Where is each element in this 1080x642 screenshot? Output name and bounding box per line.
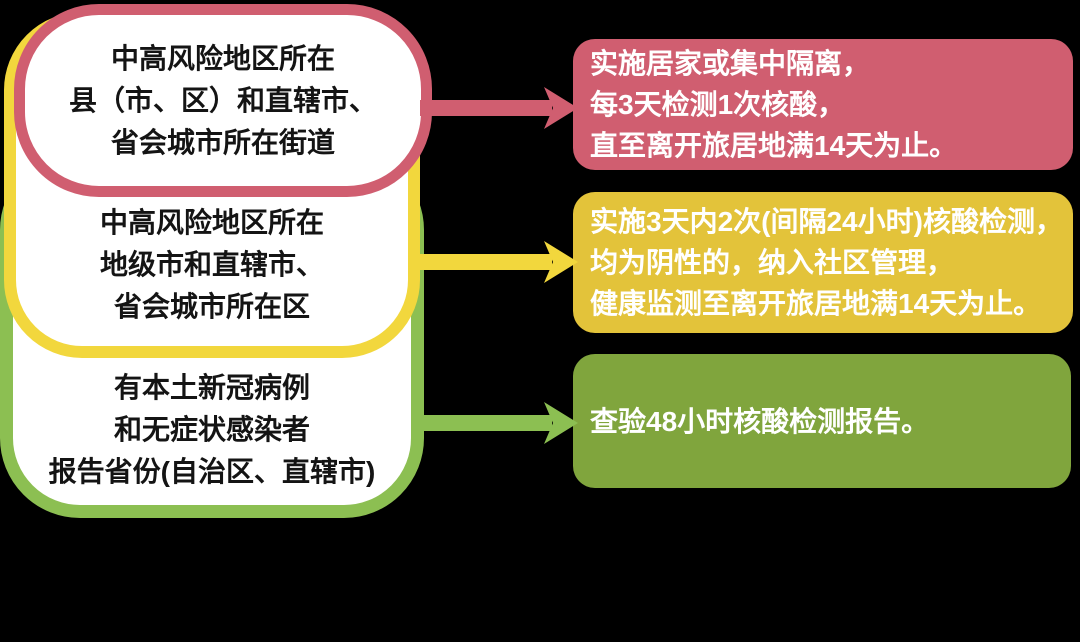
result-line: 实施居家或集中隔离，: [590, 48, 871, 79]
source-line: 省会城市所在区: [113, 291, 310, 322]
source-line: 省会城市所在街道: [110, 126, 335, 158]
arrow-right-icon: [414, 402, 578, 444]
arrow-right-icon: [412, 241, 578, 283]
result-line: 查验48小时核酸检测报告。: [590, 405, 930, 437]
source-line: 和无症状感染者: [113, 414, 310, 445]
result-line: 每3天检测1次核酸，: [590, 89, 846, 120]
result-line: 健康监测至离开旅居地满14天为止。: [590, 288, 1042, 319]
result-line: 实施3天内2次(间隔24小时)核酸检测，: [590, 206, 1063, 237]
source-line: 中高风险地区所在: [99, 207, 324, 238]
result-line: 均为阴性的，纳入社区管理，: [590, 247, 955, 278]
arrow-right-icon: [420, 87, 578, 129]
source-line: 县（市、区）和直辖市、: [68, 84, 377, 116]
source-line: 报告省份(自治区、直辖市): [48, 456, 376, 487]
source-box-street-level: 中高风险地区所在 县（市、区）和直辖市、 省会城市所在街道: [14, 4, 432, 197]
result-line: 直至离开旅居地满14天为止。: [590, 130, 958, 161]
result-box-test-report-check: 查验48小时核酸检测报告。: [573, 354, 1071, 488]
source-line: 地级市和直辖市、: [99, 249, 324, 280]
result-box-quarantine: 实施居家或集中隔离， 每3天检测1次核酸， 直至离开旅居地满14天为止。: [573, 39, 1073, 170]
result-box-community-management: 实施3天内2次(间隔24小时)核酸检测， 均为阴性的，纳入社区管理， 健康监测至…: [573, 192, 1073, 333]
source-line: 中高风险地区所在: [110, 42, 335, 74]
source-line: 有本土新冠病例: [113, 372, 310, 403]
